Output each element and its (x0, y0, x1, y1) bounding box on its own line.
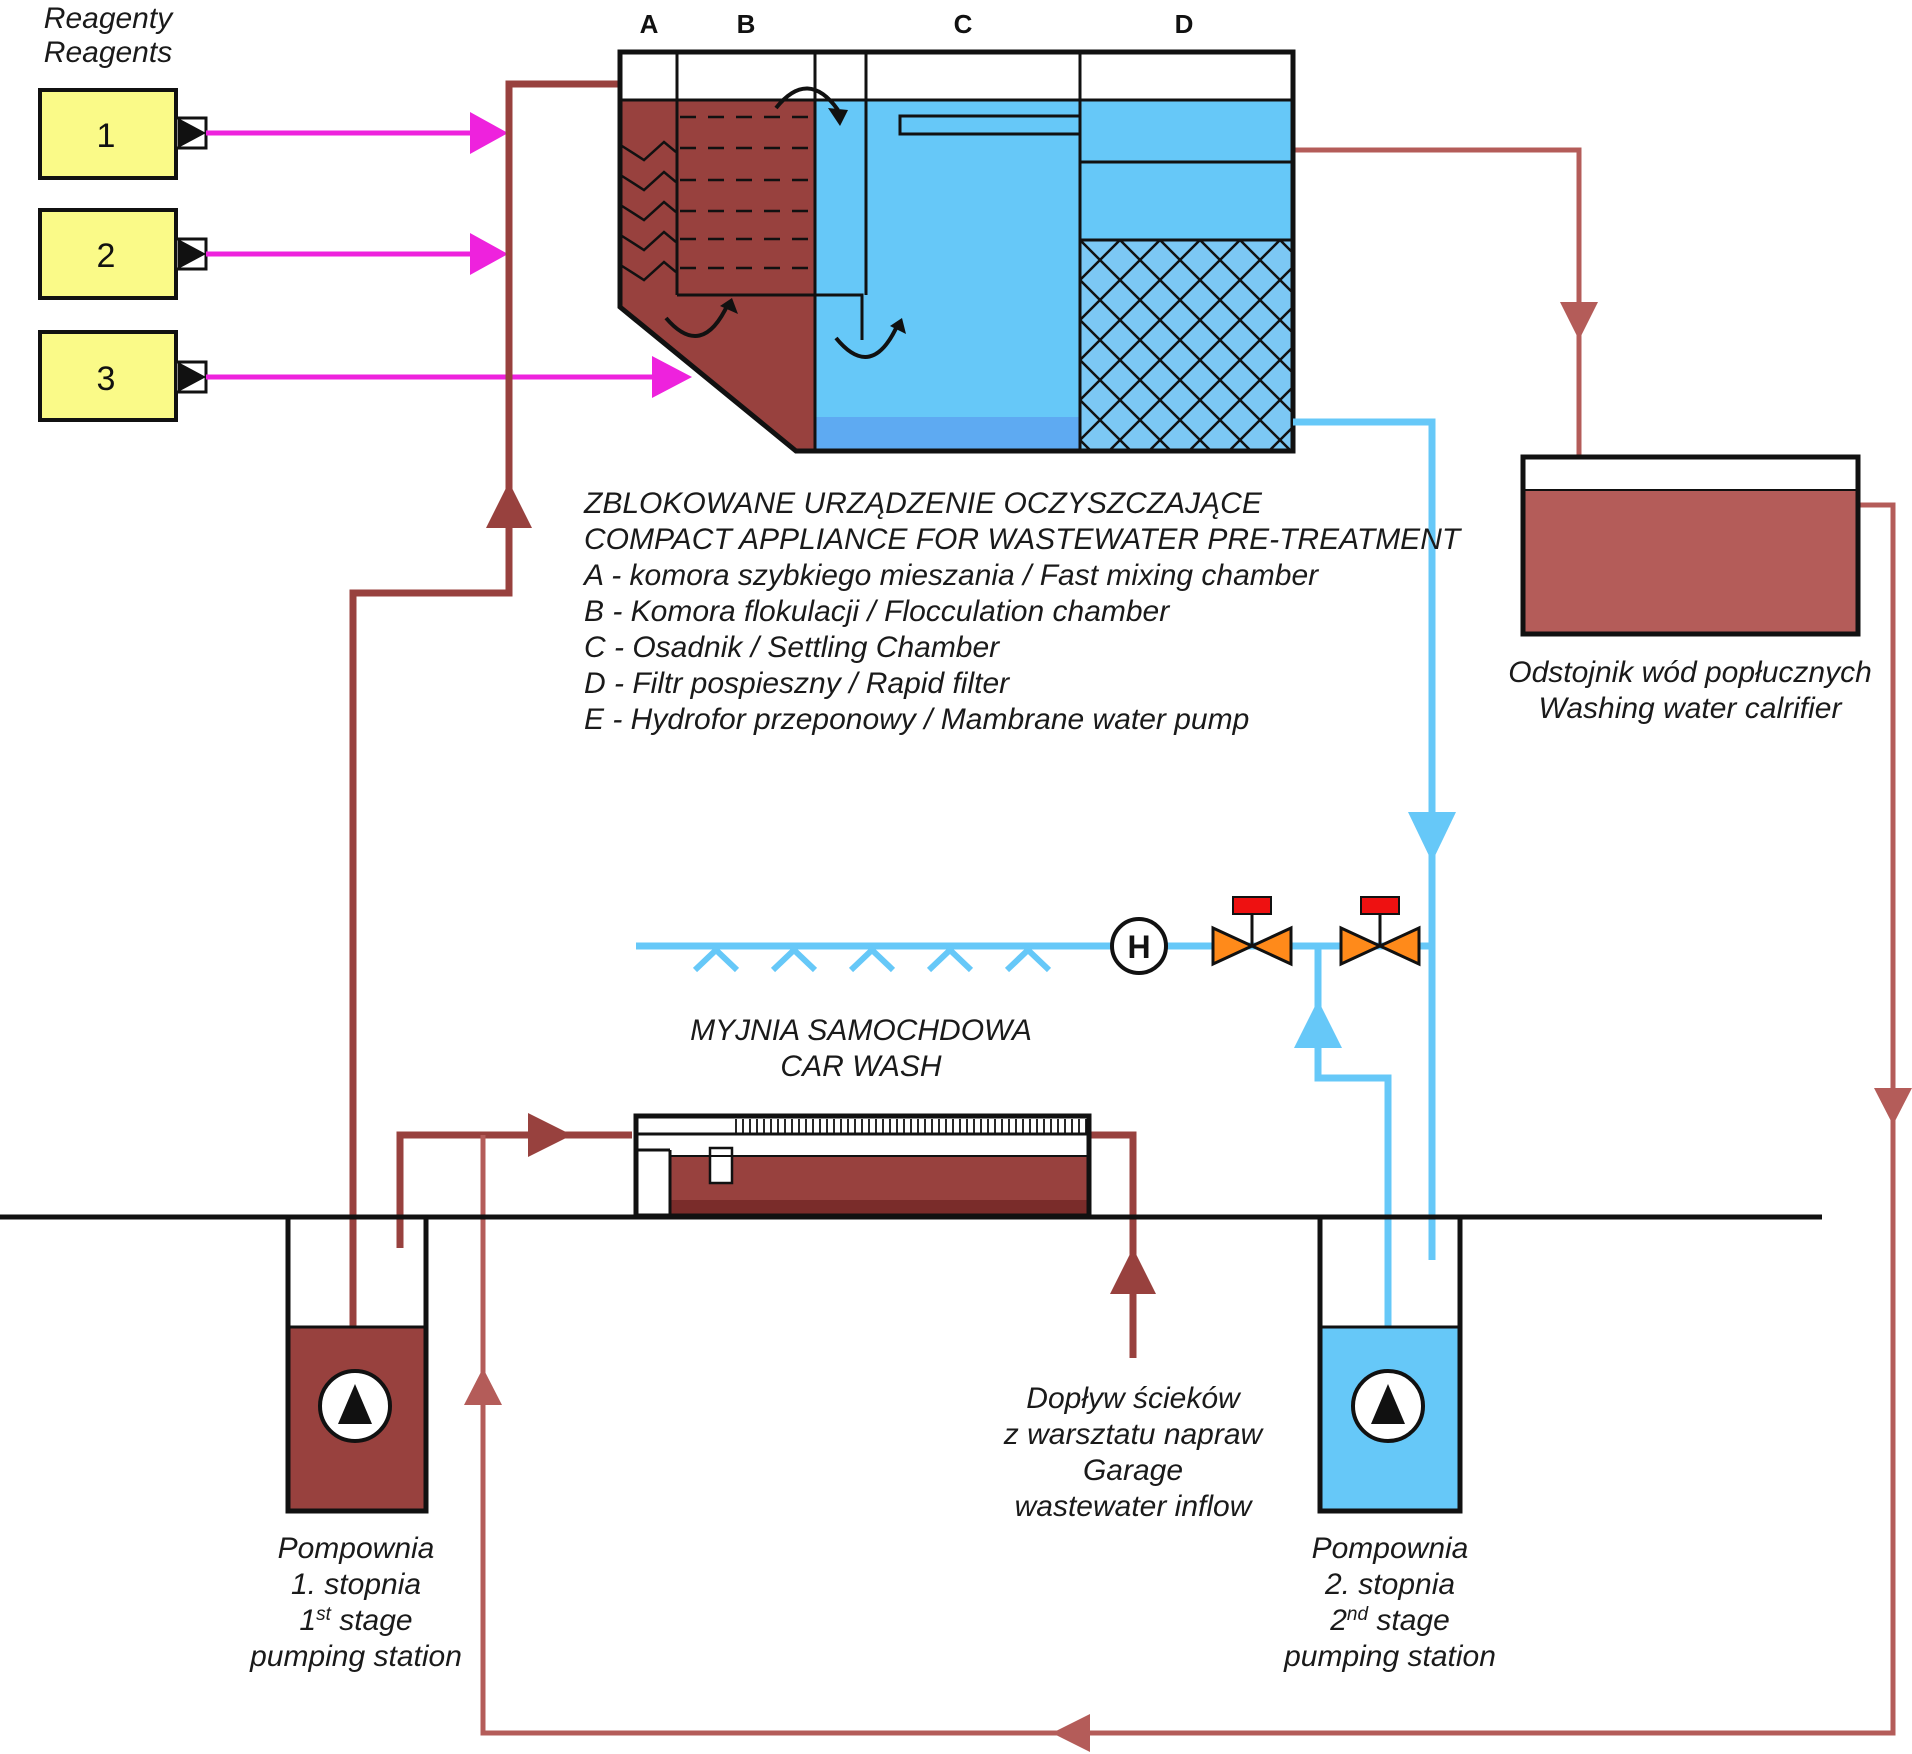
legend-item-a: A - komora szybkiego mieszania / Fast mi… (582, 559, 1319, 592)
pump-station-1 (285, 1217, 429, 1514)
flow-direction-arrows (664, 86, 900, 359)
pump-1-line-2: 1. stopnia (291, 1568, 421, 1601)
pump-1-label: Pompownia 1. stopnia 1st stage pumping s… (249, 1532, 462, 1673)
valve-actuator-icon (1360, 896, 1400, 915)
reagents-title-pl: Reagenty (44, 2, 174, 35)
pump-2-line-2: 2. stopnia (1324, 1568, 1455, 1601)
valve-2 (1339, 896, 1421, 967)
inflow-line-2: z warsztatu napraw (1003, 1418, 1265, 1451)
pump-1-line-3: 1st stage (299, 1604, 412, 1637)
appliance-title-en: COMPACT APPLIANCE FOR WASTEWATER PRE-TRE… (584, 523, 1463, 556)
inflow-line-1: Dopływ ścieków (1026, 1382, 1242, 1415)
pump-1-line-1: Pompownia (278, 1532, 435, 1565)
reagents-title-en: Reagents (44, 36, 172, 69)
reagents-group: Reagenty Reagents 1 2 3 (38, 2, 692, 422)
clarifier-label-en: Washing water calrifier (1539, 692, 1843, 725)
appliance-tank-outline (617, 49, 1296, 454)
washing-water-arrows (464, 302, 1912, 1752)
chamber-letter-c: C (954, 9, 973, 39)
legend-item-b: B - Komora flokulacji / Flocculation cha… (584, 595, 1170, 628)
reagent-doser-3: 3 (38, 330, 208, 422)
carwash-label-en: CAR WASH (780, 1050, 941, 1083)
pump-station-2 (1317, 1217, 1463, 1514)
oil-separator-tank (633, 1113, 1092, 1219)
appliance-title-pl: ZBLOKOWANE URZĄDZENIE OCZYSZCZAJĄCE (583, 487, 1263, 520)
spray-nozzles (692, 945, 1052, 973)
chamber-letter-b: B (737, 9, 756, 39)
hydrophore-letter: H (1127, 929, 1150, 965)
pump-2-line-4: pumping station (1283, 1640, 1496, 1673)
appliance-legend: ZBLOKOWANE URZĄDZENIE OCZYSZCZAJĄCE COMP… (582, 487, 1463, 736)
floor-grating (735, 1119, 1087, 1134)
carwash-label-pl: MYJNIA SAMOCHDOWA (690, 1014, 1032, 1047)
carwash-label: MYJNIA SAMOCHDOWA CAR WASH (690, 1014, 1032, 1083)
clarifier-label-pl: Odstojnik wód popłucznych (1508, 656, 1872, 689)
chamber-letter-d: D (1175, 9, 1194, 39)
pump-2-label: Pompownia 2. stopnia 2nd stage pumping s… (1283, 1532, 1496, 1673)
clarifier-label: Odstojnik wód popłucznych Washing water … (1508, 656, 1872, 725)
doser-pump-icon (178, 118, 206, 148)
compact-appliance: A B C D (617, 9, 1296, 454)
legend-item-c: C - Osadnik / Settling Chamber (584, 631, 1000, 664)
valve-actuator-icon (1232, 896, 1272, 915)
rapid-filter-bed (1080, 240, 1293, 451)
mixing-baffles (621, 140, 677, 282)
chamber-c-water (815, 100, 1080, 451)
hydrophore-symbol: H (1110, 917, 1168, 975)
reagent-doser-1: 1 (38, 88, 208, 180)
doser-number: 1 (97, 117, 116, 155)
chamber-ab-sludge (620, 100, 815, 451)
valve-1 (1211, 896, 1293, 967)
inflow-line-3: Garage (1083, 1454, 1183, 1487)
legend-item-d: D - Filtr pospieszny / Rapid filter (584, 667, 1010, 700)
clean-water-arrows (1294, 812, 1456, 1048)
doser-pump-icon (178, 362, 206, 392)
chamber-letter-a: A (640, 9, 659, 39)
flow-arrow-heads (720, 108, 906, 334)
raw-wastewater-arrows (486, 482, 1156, 1294)
inflow-label: Dopływ ścieków z warsztatu napraw Garage… (1003, 1382, 1265, 1523)
inflow-line-4: wastewater inflow (1015, 1490, 1254, 1523)
pump-2-line-1: Pompownia (1312, 1532, 1469, 1565)
doser-number: 2 (97, 237, 116, 275)
flocculation-dashes (680, 115, 812, 270)
washing-water-pipes (480, 147, 1896, 1736)
pump-2-line-3: 2nd stage (1329, 1604, 1450, 1637)
washing-water-clarifier (1520, 454, 1861, 637)
reagent-lines (206, 112, 692, 398)
legend-item-e: E - Hydrofor przeponowy / Mambrane water… (584, 703, 1249, 736)
pump-1-line-4: pumping station (249, 1640, 462, 1673)
chamber-d-water (1080, 100, 1293, 240)
doser-number: 3 (97, 360, 116, 398)
doser-pump-icon (178, 239, 206, 269)
chamber-walls (620, 52, 1293, 451)
reagent-doser-2: 2 (38, 208, 208, 300)
